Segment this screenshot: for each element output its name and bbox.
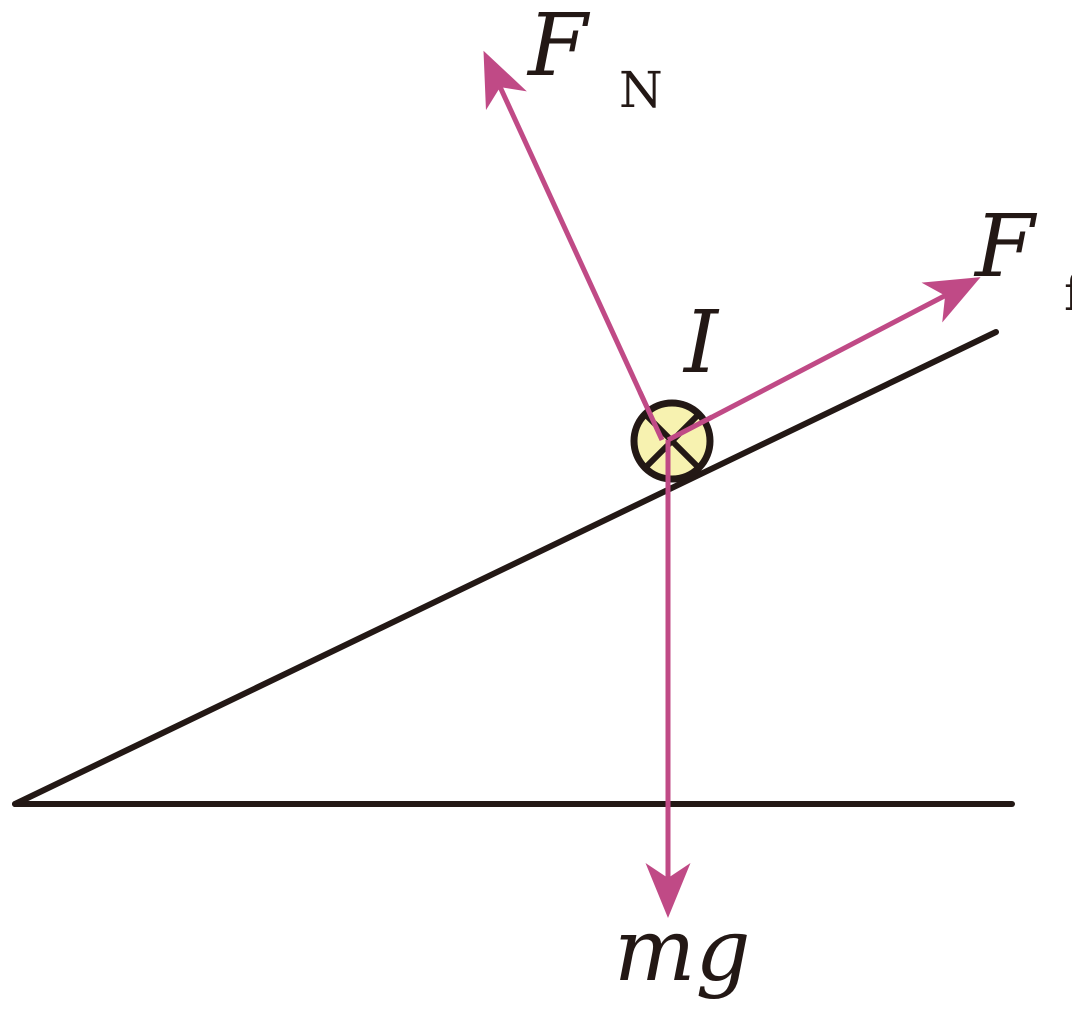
friction-force-subscript: f	[1064, 264, 1072, 322]
friction-force-arrow	[666, 277, 981, 443]
conductor-cross-b	[644, 413, 700, 469]
friction-force-label: F f	[973, 197, 1072, 322]
gravity-label: mg	[614, 901, 751, 1001]
normal-force-symbol: F	[526, 0, 591, 96]
normal-force-arrow	[483, 50, 665, 442]
normal-force-arrow-tail	[637, 390, 665, 442]
normal-force-subscript: N	[619, 61, 663, 119]
friction-force-symbol: F	[973, 197, 1038, 297]
current-into-page-icon	[630, 399, 714, 483]
normal-force-label: F N	[526, 0, 663, 119]
incline-line	[12, 329, 999, 807]
current-label: I	[682, 293, 720, 393]
friction-force-arrow-tail	[666, 414, 714, 443]
